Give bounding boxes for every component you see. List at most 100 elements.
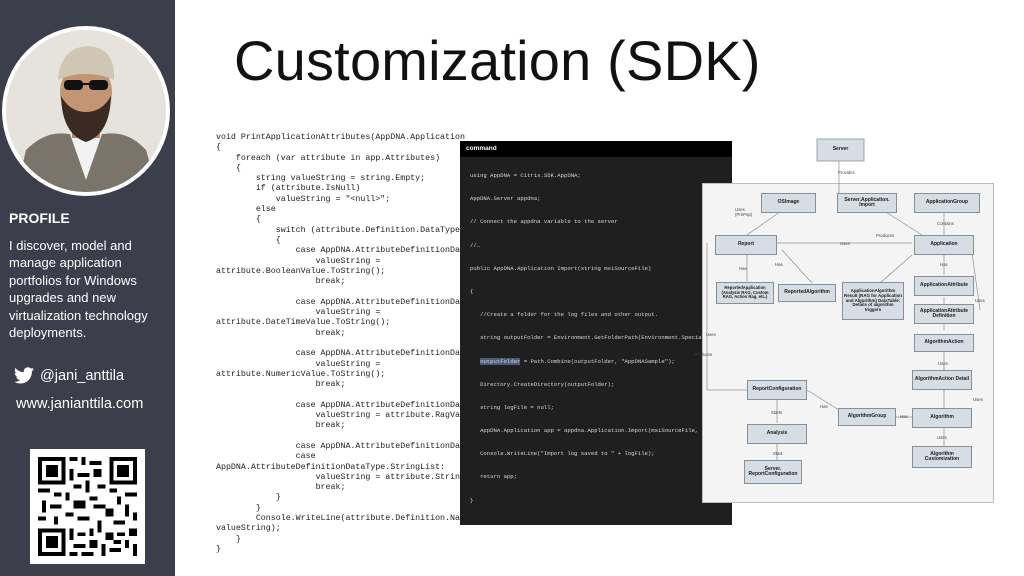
console-line: } <box>470 496 474 504</box>
slide-title: Customization (SDK) <box>234 29 761 92</box>
diagram-box-algorithm-action-detail: AlgorithmAction Detail <box>912 370 972 390</box>
diagram-label-starts: Starts <box>771 410 783 415</box>
console-line: AppDNA.Server appdna; <box>470 195 541 203</box>
code-line: break; <box>315 277 346 287</box>
code-line: } <box>275 493 281 503</box>
console-title: command <box>460 141 732 157</box>
diagram-label-uses-3: Uses <box>938 361 948 366</box>
code-line: valueString = attribute.RagValue.ToStrin… <box>315 411 466 421</box>
diagram-label-has-4: Has <box>820 404 828 409</box>
code-line: switch (attribute.Definition.DataType) <box>275 225 465 235</box>
code-line: case AppDNA.AttributeDefinitionDataType.… <box>295 441 466 451</box>
code-line: } <box>216 544 221 554</box>
profile-heading: PROFILE <box>9 210 70 226</box>
code-line: break; <box>315 328 346 338</box>
twitter-link[interactable]: @jani_anttila <box>14 367 124 384</box>
code-line: break; <box>315 483 346 493</box>
diagram-label-has-3: Has <box>940 262 948 267</box>
code-line: { <box>255 215 261 225</box>
diagram-box-server-app-import: Server.Application. Import <box>837 193 897 213</box>
console-window: command using AppDNA = Citrix.SDK.AppDNA… <box>460 141 732 525</box>
code-line: valueString = <box>315 308 381 318</box>
console-line: //… <box>470 241 481 249</box>
code-line: attribute.NumericValue.ToString(); <box>216 369 386 379</box>
diagram-label-uses-6: Uses <box>937 435 947 440</box>
diagram-box-application-attribute: ApplicationAttribute <box>914 276 974 296</box>
profile-sidebar: PROFILE I discover, model and manage app… <box>0 0 175 576</box>
code-line: void PrintApplicationAttributes(AppDNA.A… <box>216 133 465 142</box>
code-line: Console.WriteLine(attribute.Definition.N… <box>255 513 466 523</box>
diagram-label-uses-4: Uses <box>706 332 716 337</box>
diagram-box-report: Report <box>715 235 777 255</box>
code-line: break; <box>315 421 346 431</box>
diagram-box-report-configuration: ReportConfiguration <box>747 380 807 400</box>
diagram-box-application: Application <box>914 235 974 255</box>
qr-code <box>30 449 145 564</box>
twitter-handle: @jani_anttila <box>40 367 125 384</box>
profile-bio: I discover, model and manage application… <box>9 238 148 341</box>
diagram-label-produces-2: Produces <box>694 352 713 357</box>
diagram-label-produces: Produces <box>876 233 895 238</box>
diagram-label-uses-5: Uses <box>973 397 983 402</box>
code-line: if (attribute.IsNull) <box>255 184 361 194</box>
diagram-box-algorithm-group: AlgorithmGroup <box>838 408 896 426</box>
console-line: { <box>470 287 474 295</box>
diagram-label-has: Has <box>739 266 747 271</box>
code-line: valueString); <box>216 524 281 534</box>
console-line: using AppDNA = Citrix.SDK.AppDNA; <box>470 172 581 179</box>
code-line: else <box>255 205 276 215</box>
diagram-box-algorithm: Algorithm <box>912 408 972 428</box>
diagram-label-has-2: Has <box>775 262 783 267</box>
console-line: public AppDNA.Application Import(string … <box>470 264 652 272</box>
console-line: // Connect the appdna variable to the se… <box>470 218 618 226</box>
code-line: AppDNA.AttributeDefinitionDataType.Strin… <box>216 462 446 472</box>
diagram-box-reported-application: ReportedApplication (Analysis RAG, Custo… <box>716 282 774 304</box>
diagram-label-uses-prepop: Uses (PrePop) <box>735 207 753 217</box>
diagram-box-osimage: OSImage <box>761 193 816 213</box>
diagram-label-has-5: Has <box>900 414 908 419</box>
console-line: string outputFolder = Environment.GetFol… <box>480 334 732 342</box>
diagram-label-uses-2: Uses <box>975 298 985 303</box>
code-line: attribute.DateTimeValue.ToString(); <box>216 318 391 328</box>
console-highlight: outputFolder <box>480 357 521 365</box>
code-line: foreach (var attribute in app.Attributes… <box>235 153 441 163</box>
diagram-label-uses: Uses <box>840 241 850 246</box>
console-line: AppDNA.Application app = appdna.Applicat… <box>480 427 732 435</box>
console-line: //Create a folder for the log files and … <box>480 311 658 319</box>
code-line: case AppDNA.AttributeDefinitionDataType.… <box>295 297 466 307</box>
code-line: valueString = "<null>"; <box>275 194 391 204</box>
console-line: return app; <box>480 473 517 481</box>
diagram-box-application-group: ApplicationGroup <box>914 193 980 213</box>
code-line: string valueString = string.Empty; <box>255 174 426 184</box>
diagram-box-app-attr-definition: ApplicationAttribute Definition <box>914 304 974 324</box>
diagram-box-analysis: Analysis <box>747 424 807 444</box>
code-line: } <box>255 503 261 513</box>
code-line: attribute.BooleanValue.ToString(); <box>216 266 386 276</box>
code-line: { <box>216 143 221 153</box>
website-link[interactable]: www.janianttila.com <box>16 396 144 412</box>
code-snippet-text: void PrintApplicationAttributes(AppDNA.A… <box>216 133 466 555</box>
twitter-icon <box>14 367 34 384</box>
diagram-box-algorithm-customization: Algorithm Customization <box>912 446 972 468</box>
diagram-label-provides: Provides <box>838 170 855 175</box>
code-line: { <box>275 235 281 245</box>
diagram-box-reported-algorithm: ReportedAlgorithm <box>778 284 836 302</box>
console-line: string logFile = null; <box>480 403 554 411</box>
code-line: valueString = attribute.StringValue; <box>315 472 466 482</box>
code-line: break; <box>315 380 346 390</box>
console-code-text: using AppDNA = Citrix.SDK.AppDNA; AppDNA… <box>470 170 732 506</box>
code-line: { <box>235 163 241 173</box>
code-line: case AppDNA.AttributeDefinitionDataType.… <box>295 349 466 359</box>
code-line: } <box>235 534 241 544</box>
console-line: outputFolder = Path.Combine(outputFolder… <box>480 357 675 365</box>
code-snippet: void PrintApplicationAttributes(AppDNA.A… <box>216 133 466 563</box>
qr-code-icon <box>30 449 145 564</box>
diagram-box-application-algorithm: ApplicationAlgorithm Result (RAG for App… <box>842 282 904 320</box>
code-line: valueString = <box>315 256 381 266</box>
code-line: case AppDNA.AttributeDefinitionDataType.… <box>295 246 466 256</box>
diagram-label-contains: Contains <box>937 221 954 226</box>
diagram-box-server: Server <box>832 146 849 153</box>
diagram-box-algorithm-action: AlgorithmAction <box>914 334 974 352</box>
code-line: valueString = <box>315 359 381 369</box>
profile-photo <box>6 30 166 192</box>
